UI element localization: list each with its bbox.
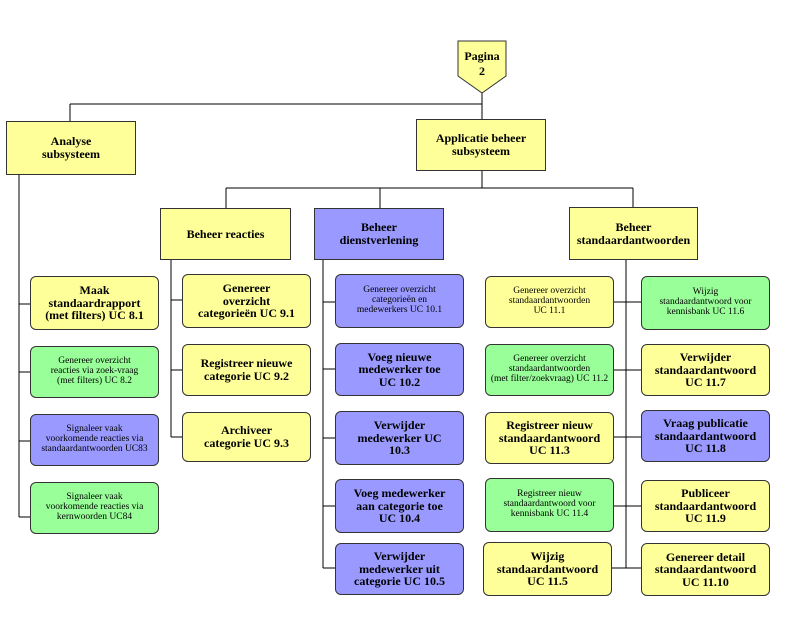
uc-11-5-box[interactable]: Wijzig standaardantwoord UC 11.5: [483, 542, 612, 596]
uc-9-1-box[interactable]: Genereer overzicht categorieën UC 9.1: [182, 274, 311, 328]
uc-10-1-box[interactable]: Genereer overzicht categorieën en medewe…: [335, 274, 464, 328]
beheer-reacties-label: Beheer reacties: [186, 226, 265, 241]
uc-11-4-label: Registreer nieuw standaardantwoord voor …: [503, 489, 596, 519]
uc-11-5-label: Wijzig standaardantwoord UC 11.5: [496, 549, 599, 589]
uc-11-6-box[interactable]: Wijzig standaardantwoord voor kennisbank…: [641, 276, 770, 330]
uc-11-3-box[interactable]: Registreer nieuw standaardantwoord UC 11…: [485, 412, 614, 464]
uc-11-1-label: Genereer overzicht standaardantwoorden U…: [508, 286, 591, 316]
uc-10-2-box[interactable]: Voeg nieuwe medewerker toe UC 10.2: [335, 343, 464, 396]
uc-9-2-box[interactable]: Registreer nieuwe categorie UC 9.2: [182, 344, 311, 396]
uc-10-5-label: Verwijder medewerker uit categorie UC 10…: [354, 549, 445, 589]
page-reference-label: Pagina 2: [464, 49, 500, 78]
page-reference-tag: Pagina 2: [457, 40, 507, 94]
uc-83-label: Signaleer vaak voorkomende reacties via …: [41, 424, 148, 454]
uc-8-1-box[interactable]: Maak standaardrapport (met filters) UC 8…: [30, 276, 159, 330]
uc-9-2-label: Registreer nieuwe categorie UC 9.2: [200, 356, 293, 383]
uc-84-label: Signaleer vaak voorkomende reacties via …: [45, 492, 144, 522]
uc-11-9-label: Publiceer standaardantwoord UC 11.9: [654, 486, 757, 526]
uc-9-3-box[interactable]: Archiveer categorie UC 9.3: [182, 412, 311, 462]
uc-11-7-label: Verwijder standaardantwoord UC 11.7: [654, 350, 757, 390]
uc-11-3-label: Registreer nieuw standaardantwoord UC 11…: [498, 418, 601, 458]
uc-10-4-box[interactable]: Voeg medewerker aan categorie toe UC 10.…: [335, 479, 464, 533]
uc-11-7-box[interactable]: Verwijder standaardantwoord UC 11.7: [641, 344, 770, 396]
uc-10-1-label: Genereer overzicht categorieën en medewe…: [356, 285, 443, 315]
uc-11-6-label: Wijzig standaardantwoord voor kennisbank…: [659, 287, 752, 317]
uc-8-2-box[interactable]: Genereer overzicht reacties via zoek-vra…: [30, 346, 159, 398]
uc-11-2-label: Genereer overzicht standaardantwoorden (…: [490, 354, 609, 384]
uc-10-3-label: Verwijder medewerker UC 10.3: [357, 418, 442, 458]
analyse-subsysteem-box[interactable]: Analyse subsysteem: [6, 121, 136, 175]
uc-11-9-box[interactable]: Publiceer standaardantwoord UC 11.9: [641, 480, 770, 532]
beheer-standaardantwoorden-box[interactable]: Beheer standaardantwoorden: [569, 207, 698, 260]
uc-10-4-label: Voeg medewerker aan categorie toe UC 10.…: [353, 486, 446, 526]
uc-10-2-label: Voeg nieuwe medewerker toe UC 10.2: [358, 349, 441, 389]
uc-11-2-box[interactable]: Genereer overzicht standaardantwoorden (…: [485, 344, 614, 396]
analyse-subsysteem-label: Analyse subsysteem: [41, 134, 100, 161]
uc-9-1-label: Genereer overzicht categorieën UC 9.1: [198, 281, 295, 321]
uc-9-3-label: Archiveer categorie UC 9.3: [204, 423, 289, 450]
uc-10-5-box[interactable]: Verwijder medewerker uit categorie UC 10…: [335, 543, 464, 595]
applicatie-beheer-label: Applicatie beheer subsysteem: [435, 131, 527, 158]
beheer-dienstverlening-label: Beheer dienstverlening: [339, 220, 419, 247]
uc-11-10-label: Genereer detail standaardantwoord UC 11.…: [654, 549, 757, 589]
uc-10-3-box[interactable]: Verwijder medewerker UC 10.3: [335, 411, 464, 465]
uc-11-8-label: Vraag publicatie standaardantwoord UC 11…: [654, 416, 757, 456]
uc-11-8-box[interactable]: Vraag publicatie standaardantwoord UC 11…: [641, 410, 770, 462]
uc-8-2-label: Genereer overzicht reacties via zoek-vra…: [50, 356, 139, 386]
uc-11-1-box[interactable]: Genereer overzicht standaardantwoorden U…: [485, 276, 614, 328]
applicatie-beheer-box[interactable]: Applicatie beheer subsysteem: [416, 119, 546, 171]
beheer-reacties-box[interactable]: Beheer reacties: [160, 208, 291, 260]
uc-11-10-box[interactable]: Genereer detail standaardantwoord UC 11.…: [641, 543, 770, 596]
uc-84-box[interactable]: Signaleer vaak voorkomende reacties via …: [30, 482, 159, 534]
uc-8-1-label: Maak standaardrapport (met filters) UC 8…: [45, 283, 144, 323]
uc-11-4-box[interactable]: Registreer nieuw standaardantwoord voor …: [485, 478, 614, 532]
beheer-standaardantwoorden-label: Beheer standaardantwoorden: [576, 219, 691, 247]
beheer-dienstverlening-box[interactable]: Beheer dienstverlening: [314, 208, 444, 260]
uc-83-box[interactable]: Signaleer vaak voorkomende reacties via …: [30, 414, 159, 466]
